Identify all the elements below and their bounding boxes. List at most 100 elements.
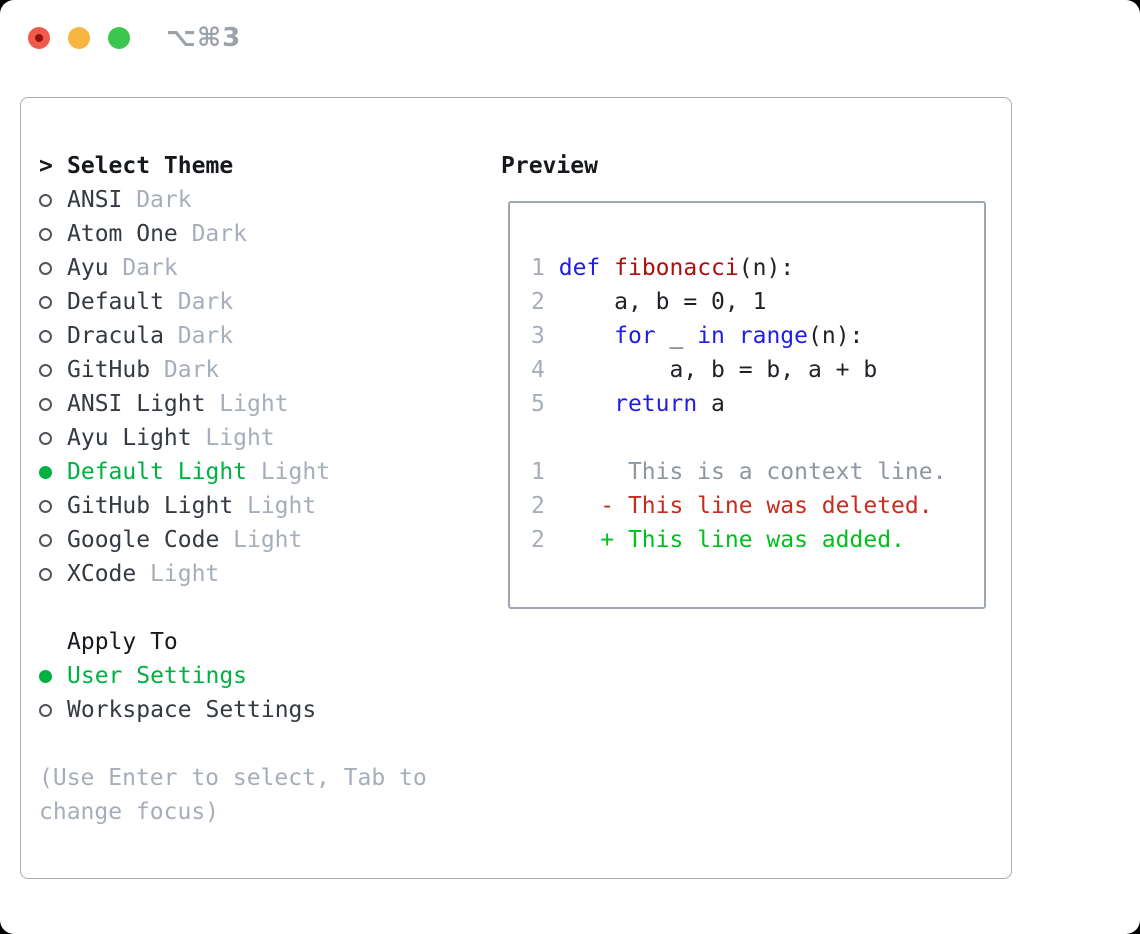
theme-item[interactable]: GitHub Dark — [39, 353, 479, 387]
radio-icon — [39, 363, 52, 377]
code-segment-plain — [725, 323, 739, 349]
theme-tag: Dark — [177, 323, 234, 349]
theme-name: Atom One — [67, 221, 178, 247]
radio-selected-icon — [39, 465, 52, 479]
zoom-button[interactable] — [108, 27, 130, 49]
theme-name: Default Light — [67, 459, 248, 485]
radio-icon — [39, 533, 52, 547]
code-line — [531, 421, 984, 455]
code-segment-function: fibonacci — [614, 255, 739, 281]
theme-item[interactable]: Ayu Dark — [39, 251, 479, 285]
theme-item[interactable]: Atom One Dark — [39, 217, 479, 251]
theme-name: GitHub Light — [67, 493, 234, 519]
theme-list-header: > Select Theme — [39, 149, 479, 183]
radio-icon — [39, 703, 67, 717]
code-segment-plain — [545, 255, 559, 281]
theme-item[interactable]: ANSI Dark — [39, 183, 479, 217]
line-number: 4 — [531, 357, 545, 383]
code-line: 2 a, b = 0, 1 — [531, 285, 984, 319]
radio-icon — [39, 499, 67, 513]
radio-icon — [39, 703, 52, 717]
minimize-button[interactable] — [68, 27, 90, 49]
line-number: 2 — [531, 527, 545, 553]
line-number: 3 — [531, 323, 545, 349]
code-segment-plain: a, b = b, a + b — [544, 357, 878, 383]
preview-column: Preview 1 def fibonacci(n):2 a, b = 0, 1… — [501, 149, 986, 609]
theme-item[interactable]: Default Light Light — [39, 455, 479, 489]
code-segment-plain: a, b = 0, 1 — [544, 289, 767, 315]
apply-option-label: Workspace Settings — [67, 697, 317, 723]
radio-icon — [39, 261, 67, 275]
radio-icon — [39, 261, 52, 275]
code-line: 3 for _ in range(n): — [531, 319, 984, 353]
radio-icon — [39, 363, 67, 377]
radio-icon — [39, 227, 52, 241]
theme-name: Google Code — [67, 527, 220, 553]
theme-item[interactable]: ANSI Light Light — [39, 387, 479, 421]
code-line: 2 + This line was added. — [531, 523, 984, 557]
apply-to-title: Apply To — [67, 629, 178, 655]
apply-to-header: Apply To — [39, 625, 479, 659]
radio-icon — [39, 499, 52, 513]
apply-option-label: User Settings — [67, 663, 248, 689]
code-segment-context: This is a context line. — [544, 459, 947, 485]
radio-selected-icon — [39, 669, 67, 683]
theme-list-title: Select Theme — [67, 153, 234, 179]
preview-header: Preview — [501, 149, 986, 183]
apply-option[interactable]: Workspace Settings — [39, 693, 479, 727]
code-line: 5 return a — [531, 387, 984, 421]
theme-name: ANSI Light — [67, 391, 206, 417]
spacer — [39, 727, 479, 761]
shortcut-badge: ⌥⌘3 — [166, 23, 242, 53]
close-button[interactable] — [28, 27, 50, 49]
radio-selected-icon — [39, 669, 52, 683]
radio-icon — [39, 329, 52, 343]
radio-icon — [39, 567, 67, 581]
radio-icon — [39, 431, 52, 445]
code-segment-plain: _ — [655, 323, 698, 349]
theme-tag: Dark — [163, 357, 220, 383]
preview-title: Preview — [501, 153, 598, 179]
theme-name: ANSI — [67, 187, 123, 213]
spacer — [39, 591, 479, 625]
line-number: 2 — [531, 289, 545, 315]
code-segment-plain — [545, 391, 614, 417]
theme-tag: Light — [233, 527, 303, 553]
line-number: 2 — [531, 493, 545, 519]
code-segment-plain: a — [697, 391, 725, 417]
radio-icon — [39, 295, 52, 309]
theme-tag: Dark — [191, 221, 247, 247]
theme-tag: Dark — [136, 187, 192, 213]
radio-icon — [39, 533, 67, 547]
radio-icon — [39, 329, 67, 343]
theme-item[interactable]: Google Code Light — [39, 523, 479, 557]
radio-icon — [39, 431, 67, 445]
code-segment-added: + This line was added. — [544, 527, 905, 553]
code-segment-plain: (n): — [808, 323, 864, 349]
apply-option[interactable]: User Settings — [39, 659, 479, 693]
cursor-indicator: > — [39, 153, 53, 179]
theme-name: GitHub — [67, 357, 151, 383]
theme-name: Ayu Light — [67, 425, 192, 451]
line-number: 5 — [531, 391, 545, 417]
radio-icon — [39, 397, 52, 411]
theme-tag: Light — [205, 425, 275, 451]
theme-item[interactable]: Ayu Light Light — [39, 421, 479, 455]
theme-tag: Light — [219, 391, 289, 417]
close-button-dot — [35, 34, 43, 42]
code-line: 1 def fibonacci(n): — [531, 251, 984, 285]
theme-name: Ayu — [67, 255, 109, 281]
theme-tag: Dark — [122, 255, 178, 281]
code-segment-keyword: return — [614, 391, 698, 417]
theme-tag: Light — [260, 459, 331, 485]
